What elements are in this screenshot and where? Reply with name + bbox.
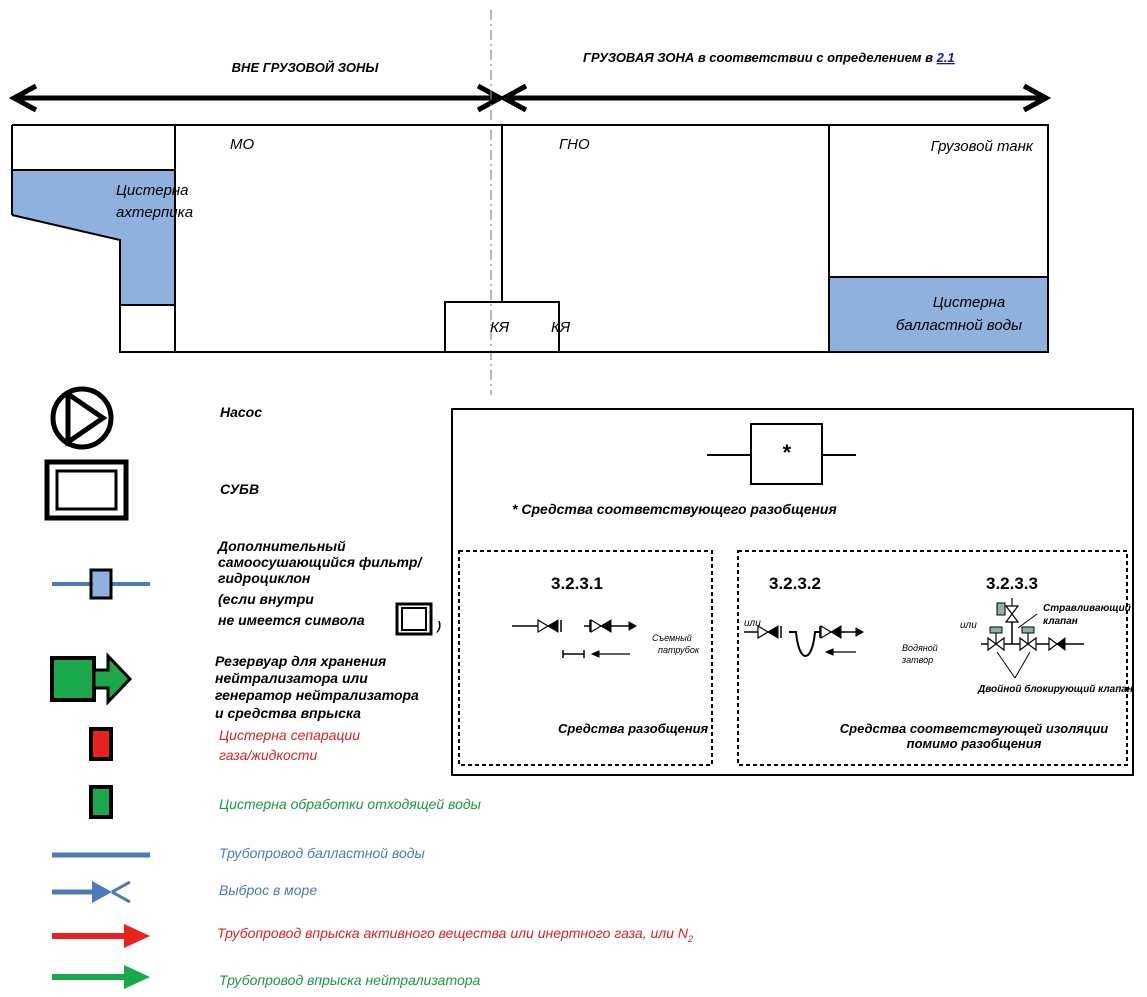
isolation-section-box bbox=[737, 550, 1128, 766]
legend-filter-2: самоосушающийся фильтр/ bbox=[218, 554, 423, 570]
hull-section bbox=[11, 124, 1049, 353]
double-block-label: Двойной блокирующий клапан bbox=[977, 683, 1133, 695]
legend-injection-pipe: Трубопровод впрыска активного вещества и… bbox=[217, 925, 693, 944]
cargo-zone-label: ГРУЗОВАЯ ЗОНА в соответствии с определен… bbox=[583, 50, 955, 65]
legend-overboard: Выброс в море bbox=[219, 882, 317, 898]
cargo-tank-label: Грузовой танк bbox=[931, 138, 1034, 155]
legend-ballast-pipe: Трубопровод балластной воды bbox=[219, 845, 426, 861]
filter-icon bbox=[52, 568, 150, 600]
legend-gas-separation-1: Цистерна сепарации bbox=[219, 727, 360, 743]
afterpeak-tank bbox=[12, 170, 175, 305]
ballast-tank-label-1: Цистерна bbox=[933, 294, 1006, 311]
engine-room-label: МО bbox=[230, 136, 254, 153]
legend-filter-5: не имеется символа bbox=[218, 612, 365, 628]
cofferdam-block bbox=[444, 301, 560, 353]
legend-neutralizer-pipe: Трубопровод впрыска нейтрализатора bbox=[219, 972, 481, 988]
zone-arrow-outside bbox=[8, 83, 506, 113]
spool-piece-drawing bbox=[512, 618, 638, 658]
overboard-icon bbox=[52, 880, 131, 904]
afterpeak-label-1: Цистерна bbox=[116, 182, 189, 199]
or-label-2: или bbox=[960, 620, 977, 631]
legend-neutralizer-3: генератор нейтрализатора bbox=[215, 687, 419, 703]
legend-pump: Насос bbox=[220, 404, 262, 420]
afterpeak-label-2: ахтерпика bbox=[116, 204, 193, 221]
small-separator-icon bbox=[395, 602, 433, 636]
separation-note: * Средства соответствующего разобщения bbox=[512, 501, 837, 517]
cofferdam-label-1: КЯ bbox=[490, 319, 510, 336]
removable-spool-label-1: Съемный bbox=[652, 633, 692, 643]
neutralizer-pipe-icon bbox=[52, 965, 150, 989]
separation-asterisk: * bbox=[782, 440, 792, 465]
or-label-1: или bbox=[744, 618, 761, 629]
legend-neutralizer-4: и средства впрыска bbox=[215, 705, 361, 721]
oil-water-separator-icon bbox=[44, 459, 129, 521]
cofferdam-label-2: КЯ bbox=[551, 319, 571, 336]
legend-gas-separation-2: газа/жидкости bbox=[219, 747, 317, 763]
separation-box bbox=[451, 408, 1134, 776]
ballast-tank-label-2: балластной воды bbox=[896, 317, 1022, 334]
isolation-caption-2: помимо разобщения bbox=[907, 736, 1042, 751]
legend-filter-3: гидроциклон bbox=[218, 570, 311, 586]
spool-section-box bbox=[458, 550, 713, 766]
legend-filter-5-suffix: ) bbox=[435, 619, 441, 633]
vent-valve-label-1: Стравливающий bbox=[1043, 603, 1131, 614]
section-3-2-3-2: 3.2.3.2 bbox=[769, 574, 821, 593]
cargo-zone-link[interactable]: 2.1 bbox=[936, 50, 955, 65]
spool-caption: Средства разобщения bbox=[558, 721, 709, 736]
legend-filter-1: Дополнительный bbox=[217, 538, 346, 554]
outside-zone-label: ВНЕ ГРУЗОВОЙ ЗОНЫ bbox=[232, 59, 380, 75]
waste-water-tank-icon bbox=[89, 785, 113, 819]
double-block-valve-drawing bbox=[981, 598, 1084, 679]
zone-arrow-cargo bbox=[498, 83, 1052, 113]
neutralizer-tank-icon bbox=[50, 652, 133, 706]
pump-icon bbox=[50, 386, 114, 450]
legend-separator: СУБВ bbox=[220, 481, 259, 497]
legend-filter-4: (если внутри bbox=[218, 591, 314, 607]
legend-neutralizer-2: нейтрализатора или bbox=[215, 670, 368, 686]
ballast-tank bbox=[829, 277, 1048, 352]
vent-valve-label-2: клапан bbox=[1043, 616, 1078, 627]
isolation-caption-1: Средства соответствующей изоляции bbox=[840, 721, 1109, 736]
gas-separation-tank-icon bbox=[89, 727, 113, 761]
water-seal-drawing bbox=[744, 624, 865, 657]
injection-pipe-icon bbox=[52, 924, 150, 948]
water-seal-label-1: Водяной bbox=[902, 643, 938, 653]
legend-neutralizer-1: Резервуар для хранения bbox=[215, 653, 386, 669]
legend-waste-water: Цистерна обработки отходящей воды bbox=[219, 796, 482, 812]
removable-spool-label-2: патрубок bbox=[658, 645, 700, 655]
section-3-2-3-3: 3.2.3.3 bbox=[986, 574, 1038, 593]
pump-room-label: ГНО bbox=[559, 136, 590, 153]
section-3-2-3-1: 3.2.3.1 bbox=[551, 574, 603, 593]
water-seal-label-2: затвор bbox=[901, 655, 933, 665]
separation-symbol bbox=[707, 423, 856, 485]
